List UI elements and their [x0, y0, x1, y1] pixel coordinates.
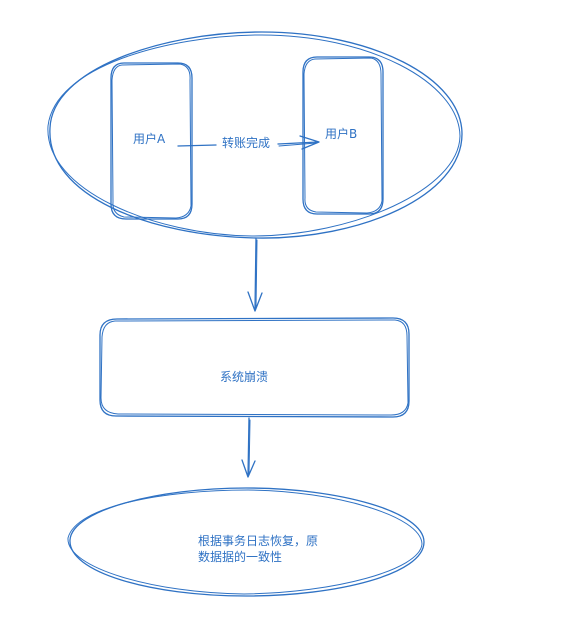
crash-box: [99, 317, 410, 418]
user-a-box: [110, 62, 193, 220]
recovery-ellipse: [67, 487, 425, 597]
crash-label: 系统崩溃: [220, 370, 268, 384]
transfer-label: 转账完成: [222, 135, 270, 150]
arrow-to-recovery: [241, 417, 256, 478]
user-b-box: [302, 56, 384, 215]
arrow-to-crash: [247, 237, 263, 312]
transfer-arrow: [177, 135, 320, 150]
user-b-label: 用户B: [325, 126, 357, 141]
top-ellipse: [47, 31, 463, 239]
recovery-label-line1: 根据事务日志恢复，原: [198, 533, 318, 548]
user-a-label: 用户A: [133, 131, 166, 146]
recovery-label-line2: 数据据的一致性: [198, 549, 282, 564]
